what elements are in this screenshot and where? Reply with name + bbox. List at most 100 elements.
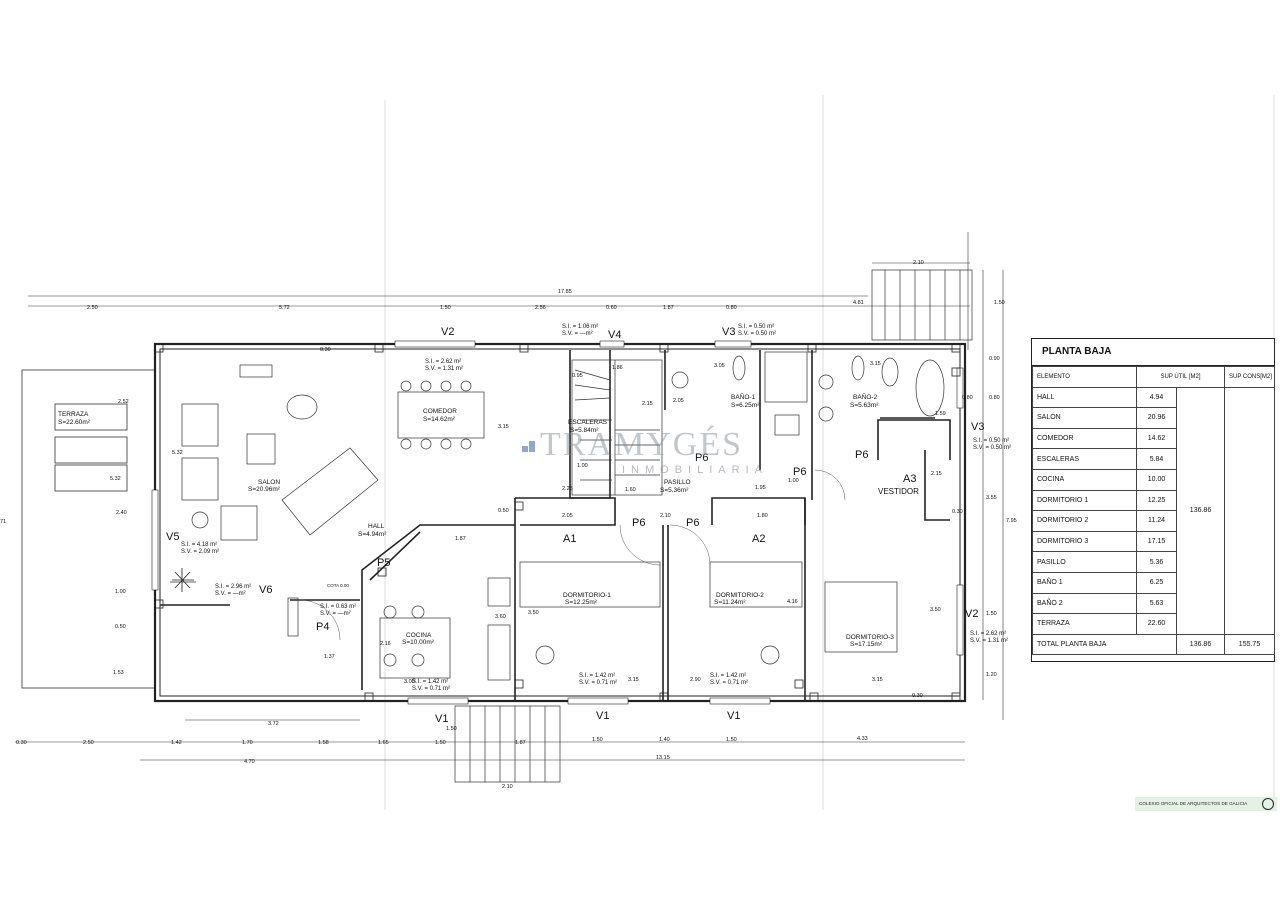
dim-int-35: 3.50 [528, 610, 539, 616]
opening-a3: A3 [903, 473, 916, 485]
room-name-salon: SALON [258, 479, 280, 486]
dim-int-22: 0.80 [962, 395, 973, 401]
dim-int-30: 1.60 [625, 487, 636, 493]
dim-int-18: 2.05 [673, 398, 684, 404]
opening-v4: V4 [608, 329, 621, 341]
schedule-element-name: PASILLO [1032, 551, 1137, 573]
schedule-total-util: 136.86 [1175, 633, 1226, 656]
schedule-element-name: SALÓN [1032, 407, 1137, 429]
dim-bottom-10: 1.50 [726, 737, 737, 743]
spec-v6-sv: S.V. = —m² [215, 591, 246, 597]
dim-int-33: 2.10 [660, 513, 671, 519]
columns [154, 343, 961, 702]
terraza-area [21, 369, 156, 689]
schedule-element-area: 20.96 [1136, 407, 1177, 429]
room-area-salon: S=20.96m² [248, 486, 281, 493]
schedule-subtotal: 136.86 [1175, 386, 1226, 635]
area-schedule-table: PLANTA BAJA ELEMENTO SUP ÚTIL [M2] SUP C… [1031, 338, 1276, 662]
spec-v6-si: S.I. = 2.96 m² [215, 584, 251, 590]
opening-p6-c: P6 [855, 449, 868, 461]
dim-int-20: 3.15 [870, 361, 881, 367]
dim-int-10: 0.50 [498, 508, 509, 514]
room-name-bano2: BAÑO-2 [853, 392, 878, 401]
opening-a2: A2 [752, 533, 765, 545]
spec-v3-sv: S.V. = 0.50 m² [738, 331, 776, 337]
spec-cocina-si: S.I. = 1.42 m² [412, 679, 448, 685]
dim-top-2: 1.50 [440, 305, 451, 311]
room-area-cocina: S=10.00m² [402, 639, 435, 646]
opening-p6-b: P6 [793, 466, 806, 478]
room-area-bano2: S=5.63m² [850, 402, 879, 409]
dim-top-4: 0.60 [606, 305, 617, 311]
spec-dorm1-si: S.I. = 1.42 m² [579, 673, 615, 679]
interior-walls [160, 350, 951, 700]
window-openings [151, 340, 964, 705]
schedule-header-util: SUP ÚTIL [M2] [1135, 366, 1226, 388]
dim-int-1: 2.52 [118, 399, 129, 405]
schedule-element-area: 5.63 [1136, 592, 1177, 615]
room-area-dormitorio2: S=11.24m² [714, 599, 746, 606]
dim-right-b: 7.95 [1006, 518, 1017, 524]
dim-top-5: 1.87 [663, 305, 674, 311]
dim-right-2: 0.80 [989, 395, 1000, 401]
schedule-cons-column [1224, 386, 1276, 635]
schedule-element-name: HALL [1032, 386, 1137, 409]
dim-top-0: 2.50 [87, 305, 98, 311]
spec-v3b-sv: S.V. = 0.50 m² [973, 445, 1011, 451]
opening-v2-b: V2 [965, 608, 978, 620]
dim-int-24: 2.15 [931, 471, 942, 477]
dim-top-total: 17.85 [558, 289, 572, 295]
room-area-dormitorio3: S=17.15m² [850, 641, 883, 648]
room-name-terraza: TERRAZA [58, 411, 89, 418]
dim-int-27: 0.30 [912, 693, 923, 699]
dim-bottom-1: 2.50 [83, 740, 94, 746]
dim-int-13: 2.16 [380, 641, 391, 647]
room-name-vestidor: VESTIDOR [878, 487, 919, 496]
opening-p4: P4 [316, 621, 329, 633]
schedule-element-area: 4.94 [1136, 386, 1177, 409]
room-area-hall: S=4.94m² [358, 531, 387, 538]
opening-v5: V5 [166, 531, 179, 543]
spec-v2b-si: S.I. = 2.62 m² [970, 631, 1006, 637]
dim-bottom-6: 1.50 [435, 740, 446, 746]
seal-icon [1262, 798, 1274, 810]
dim-bottom-2: 1.42 [171, 740, 182, 746]
opening-p5: P5 [377, 557, 390, 569]
room-name-bano1: BAÑO-1 [731, 392, 756, 401]
schedule-header-row: ELEMENTO SUP ÚTIL [M2] SUP CONS[M2] [1032, 366, 1276, 388]
dim-right-5: 1.20 [986, 672, 997, 678]
opening-v2-a: V2 [441, 326, 454, 338]
dim-top-6: 0.80 [726, 305, 737, 311]
dim-left-edge: 71 [0, 519, 6, 525]
opening-a1: A1 [563, 533, 576, 545]
dim-bottom-11: 4.33 [857, 736, 868, 742]
room-name-dormitorio3: DORMITORIO-3 [846, 634, 894, 641]
dim-right-1: 0.90 [989, 356, 1000, 362]
schedule-element-area: 5.84 [1136, 448, 1177, 470]
dim-bottom-mid: 3.72 [268, 721, 279, 727]
room-name-pasillo: PASILLO [664, 479, 691, 486]
schedule-element-name: COCINA [1032, 468, 1137, 491]
spec-dorm1-sv: S.V. = 0.71 m² [579, 680, 617, 686]
schedule-element-name: COMEDOR [1032, 427, 1137, 450]
spec-v5-si: S.I. = 4.18 m² [181, 542, 217, 548]
plant-symbol [172, 568, 194, 592]
dim-int-39: 1.00 [788, 478, 799, 484]
schedule-element-name: BAÑO 1 [1032, 571, 1137, 594]
dim-int-14: 3.00 [404, 679, 415, 685]
schedule-element-name: DORMITORIO 1 [1032, 489, 1137, 512]
dim-bottom2-0: 4.70 [244, 759, 255, 765]
spec-v3-si: S.I. = 0.50 m² [738, 324, 774, 330]
schedule-total-label: TOTAL PLANTA BAJA [1032, 633, 1177, 656]
schedule-element-area: 5.36 [1136, 551, 1177, 573]
spec-v4-si: S.I. = 1.06 m² [562, 324, 598, 330]
spec-v2-sv: S.V. = 1.31 m² [425, 366, 463, 372]
spec-v4-sv: S.V. = —m² [562, 331, 593, 337]
schedule-element-area: 6.25 [1136, 571, 1177, 594]
dim-bottom-steps: 2.10 [502, 784, 513, 790]
